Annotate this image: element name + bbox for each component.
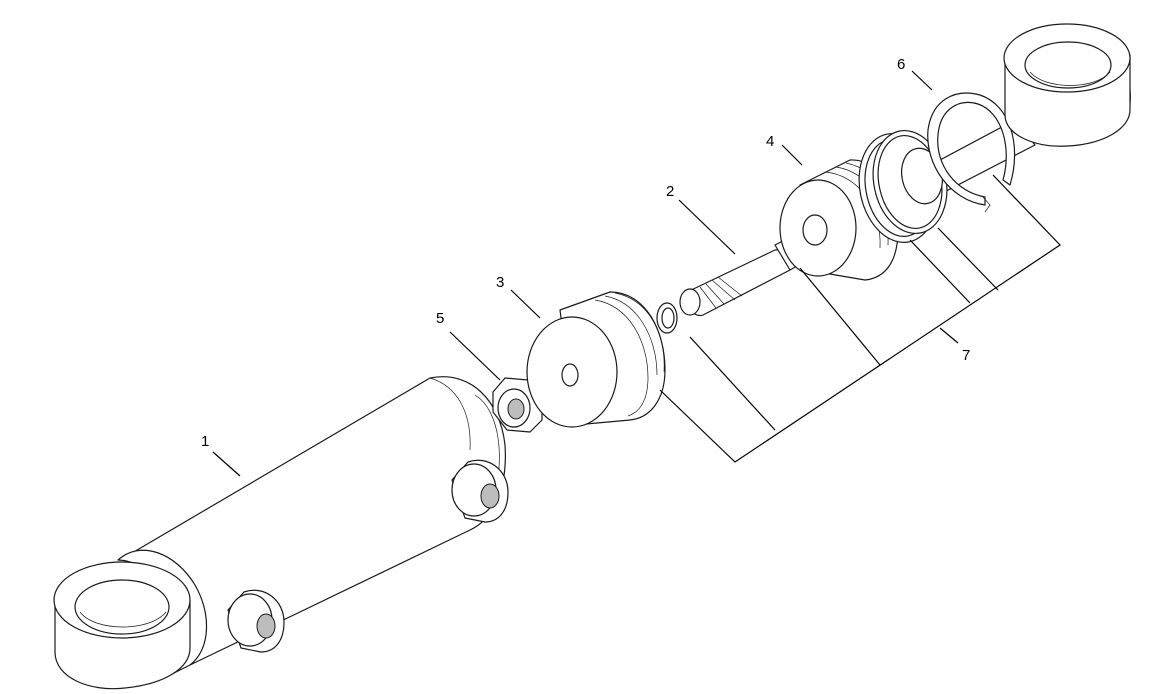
leader-4 — [781, 144, 803, 166]
kit-bracket-tick-ring-a — [909, 239, 971, 304]
leader-3 — [510, 289, 541, 319]
callout-5: 5 — [436, 310, 444, 327]
leader-lines — [212, 70, 1061, 477]
port-boss-lower — [227, 589, 285, 653]
callout-labels: 1 2 3 4 5 6 7 — [201, 56, 970, 450]
kit-bracket — [659, 174, 1061, 463]
retaining-ring — [927, 92, 1016, 213]
kit-bracket-tick-rod — [799, 267, 881, 366]
seal-rings — [858, 129, 948, 243]
leader-2 — [678, 199, 736, 255]
leader-5 — [449, 331, 501, 381]
barrel-end-eye — [53, 561, 191, 690]
callout-4: 4 — [766, 133, 774, 150]
callout-3: 3 — [496, 274, 504, 291]
callout-1: 1 — [201, 433, 209, 450]
leader-7 — [939, 327, 959, 344]
callout-2: 2 — [666, 183, 674, 200]
kit-bracket-tick-ring-b — [937, 227, 999, 291]
port-boss-upper — [451, 459, 509, 523]
leader-6 — [911, 70, 933, 91]
callout-6: 6 — [897, 56, 905, 73]
kit-bracket-tick-oring — [689, 336, 776, 431]
callout-7: 7 — [962, 347, 970, 364]
leader-1 — [212, 451, 241, 477]
cylinder-barrel — [53, 376, 509, 690]
rod-end-eye — [1003, 23, 1131, 147]
o-ring — [656, 302, 678, 334]
gland — [526, 291, 666, 428]
